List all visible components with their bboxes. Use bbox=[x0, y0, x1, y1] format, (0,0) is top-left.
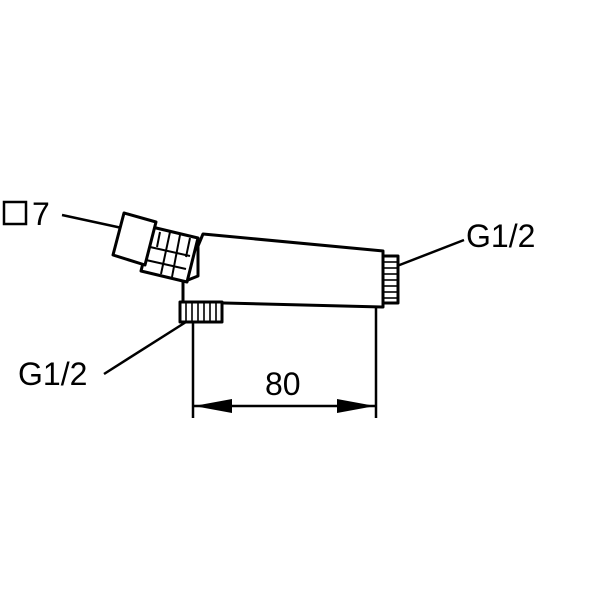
outlet-leader-line bbox=[396, 238, 465, 268]
square-symbol-icon bbox=[2, 200, 28, 226]
inlet-thread-label: G1/2 bbox=[18, 356, 87, 392]
outlet-thread-label: G1/2 bbox=[466, 218, 535, 254]
inlet-thread bbox=[178, 300, 224, 324]
valve-part bbox=[111, 211, 400, 324]
outlet-thread-lines bbox=[383, 261, 398, 299]
arrowhead-right bbox=[337, 399, 375, 413]
length-dimension bbox=[191, 307, 378, 418]
spindle-nut-detail bbox=[145, 231, 191, 278]
length-dimension-label: 80 bbox=[265, 366, 301, 402]
square-leader-line bbox=[61, 213, 123, 230]
spindle-cap bbox=[111, 211, 158, 267]
inlet-thread-lines bbox=[185, 302, 217, 322]
valve-body bbox=[181, 232, 385, 309]
arrowhead-left bbox=[194, 399, 232, 413]
inlet-leader-line bbox=[103, 320, 187, 376]
square-size-label: 7 bbox=[32, 196, 50, 232]
